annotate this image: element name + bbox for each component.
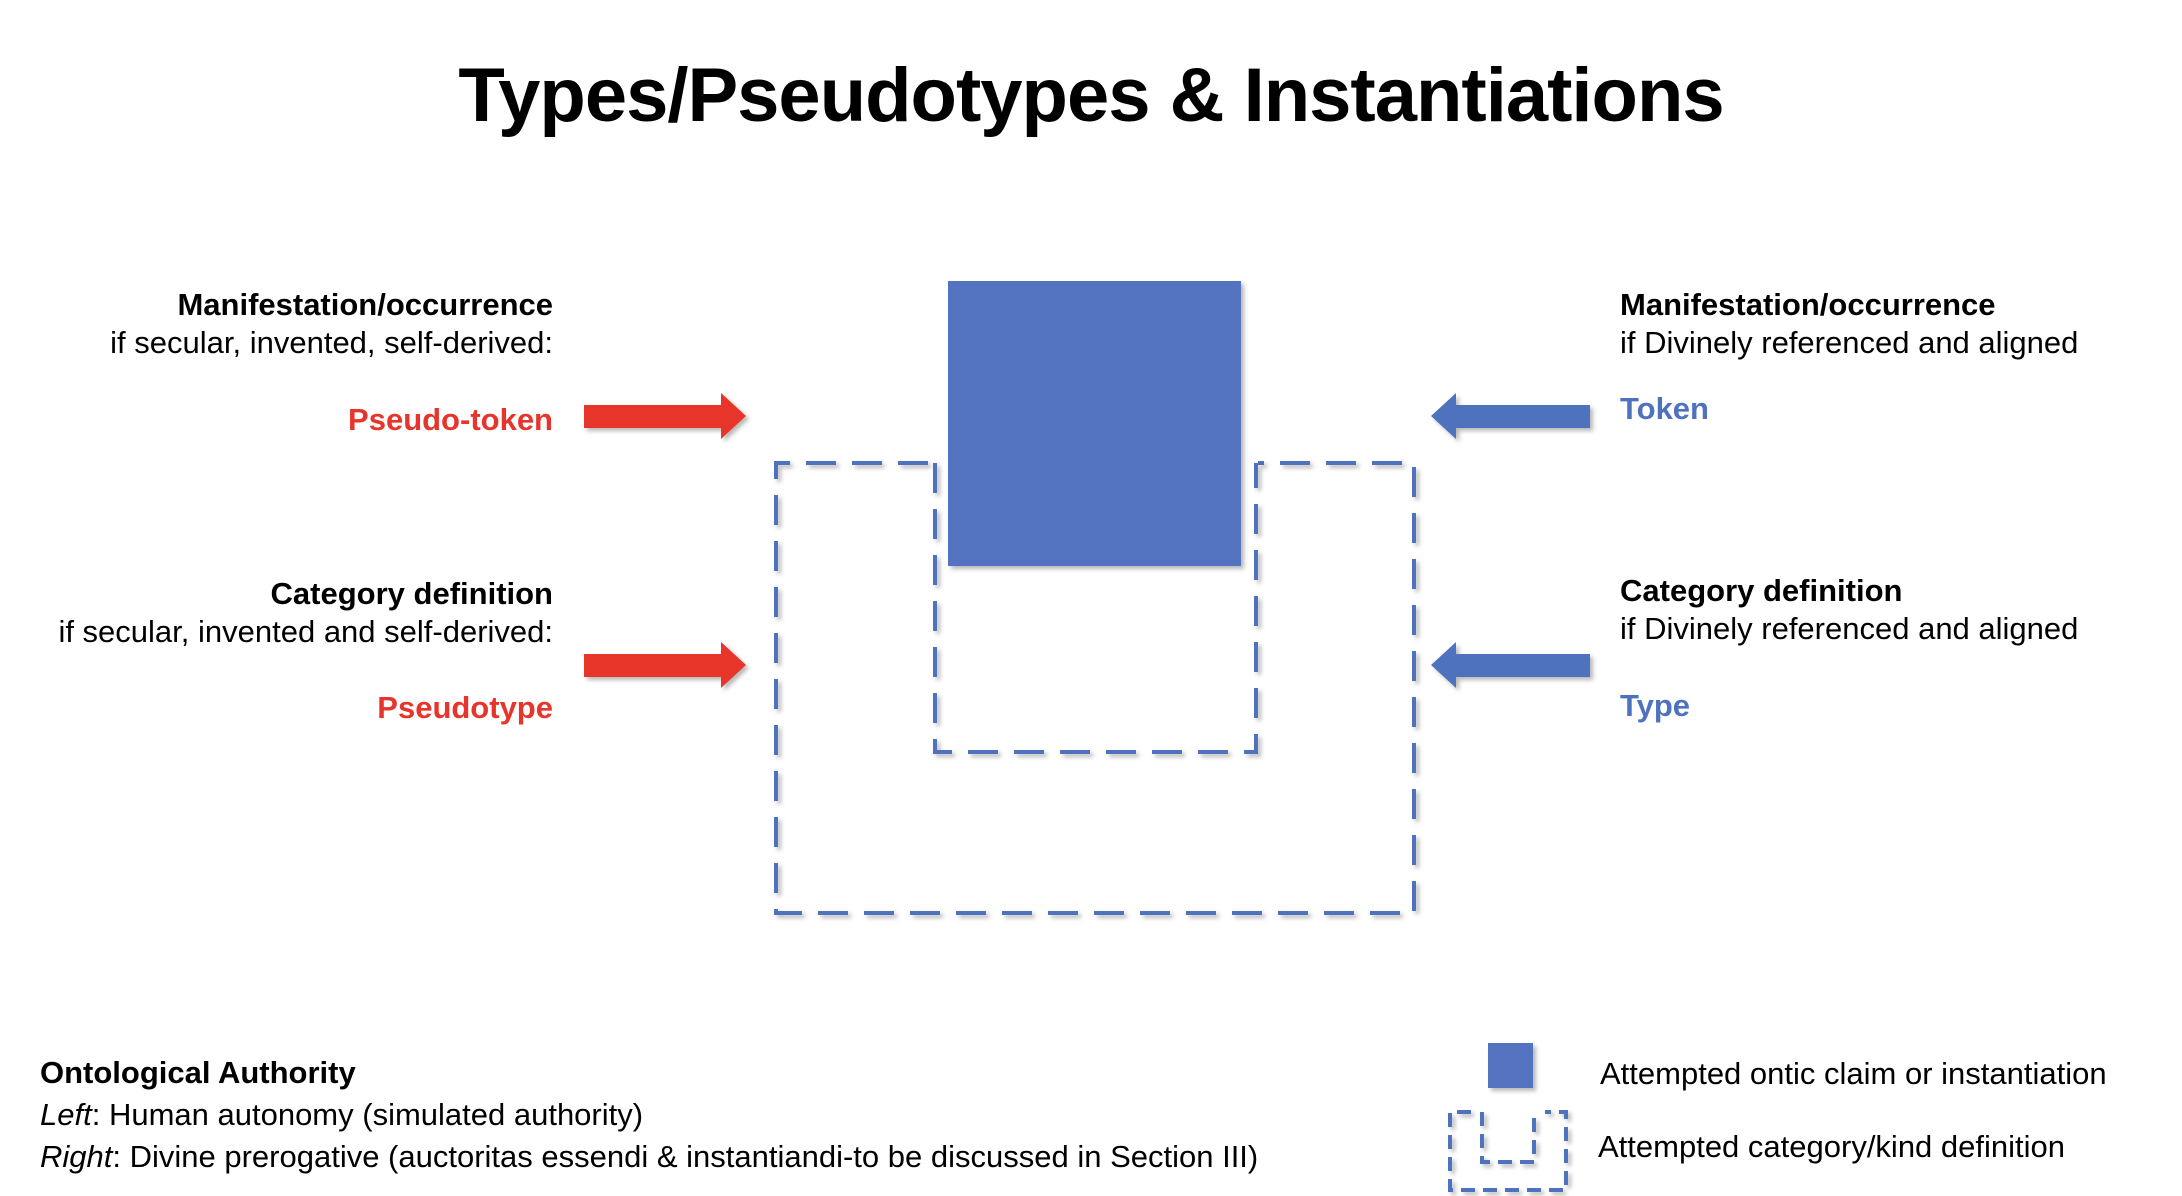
right-manifestation-heading: Manifestation/occurrence [1620,287,1996,322]
pseudo-token-arrow [584,393,746,439]
outer-category-frame [774,461,1416,915]
left-category-sub: if secular, invented and self-derived: [58,614,553,649]
left-category-block: Category definition if secular, invented… [58,575,553,651]
left-pseudo-token-label: Pseudo-token [348,402,553,437]
ontological-authority-block: Ontological Authority Left: Human autono… [40,1052,1258,1178]
right-category-heading: Category definition [1620,573,1903,608]
legend-solid-label: Attempted ontic claim or instantiation [1600,1056,2107,1091]
instantiation-square [948,281,1241,566]
inner-category-frame [933,463,1258,754]
right-token-label: Token [1620,391,1709,426]
left-pseudotype-label: Pseudotype [377,690,553,725]
legend-dashed-label: Attempted category/kind definition [1598,1129,2065,1164]
legend-dashed-inner-icon [1480,1112,1536,1164]
footer-right-text: : Divine prerogative (auctoritas essendi… [112,1139,1259,1174]
footer-right-line: Right: Divine prerogative (auctoritas es… [40,1136,1258,1178]
right-category-block: Category definition if Divinely referenc… [1620,572,2078,648]
token-arrow [1431,393,1590,439]
right-manifestation-sub: if Divinely referenced and aligned [1620,325,2079,360]
footer-heading: Ontological Authority [40,1055,356,1090]
type-arrow [1431,642,1590,688]
left-manifestation-block: Manifestation/occurrence if secular, inv… [110,286,553,362]
legend-dashed-frame-icon [1448,1110,1568,1192]
right-category-sub: if Divinely referenced and aligned [1620,611,2079,646]
pseudotype-arrow [584,642,746,688]
left-manifestation-sub: if secular, invented, self-derived: [110,325,553,360]
left-category-heading: Category definition [270,576,553,611]
diagram-title: Types/Pseudotypes & Instantiations [458,53,1724,138]
footer-left-label: Left [40,1097,92,1132]
legend-solid-square-icon [1488,1043,1533,1088]
footer-right-label: Right [40,1139,113,1174]
right-type-label: Type [1620,688,1691,723]
right-manifestation-block: Manifestation/occurrence if Divinely ref… [1620,286,2078,362]
footer-left-text: : Human autonomy (simulated authority) [91,1097,644,1132]
footer-left-line: Left: Human autonomy (simulated authorit… [40,1094,1258,1136]
left-manifestation-heading: Manifestation/occurrence [177,287,553,322]
